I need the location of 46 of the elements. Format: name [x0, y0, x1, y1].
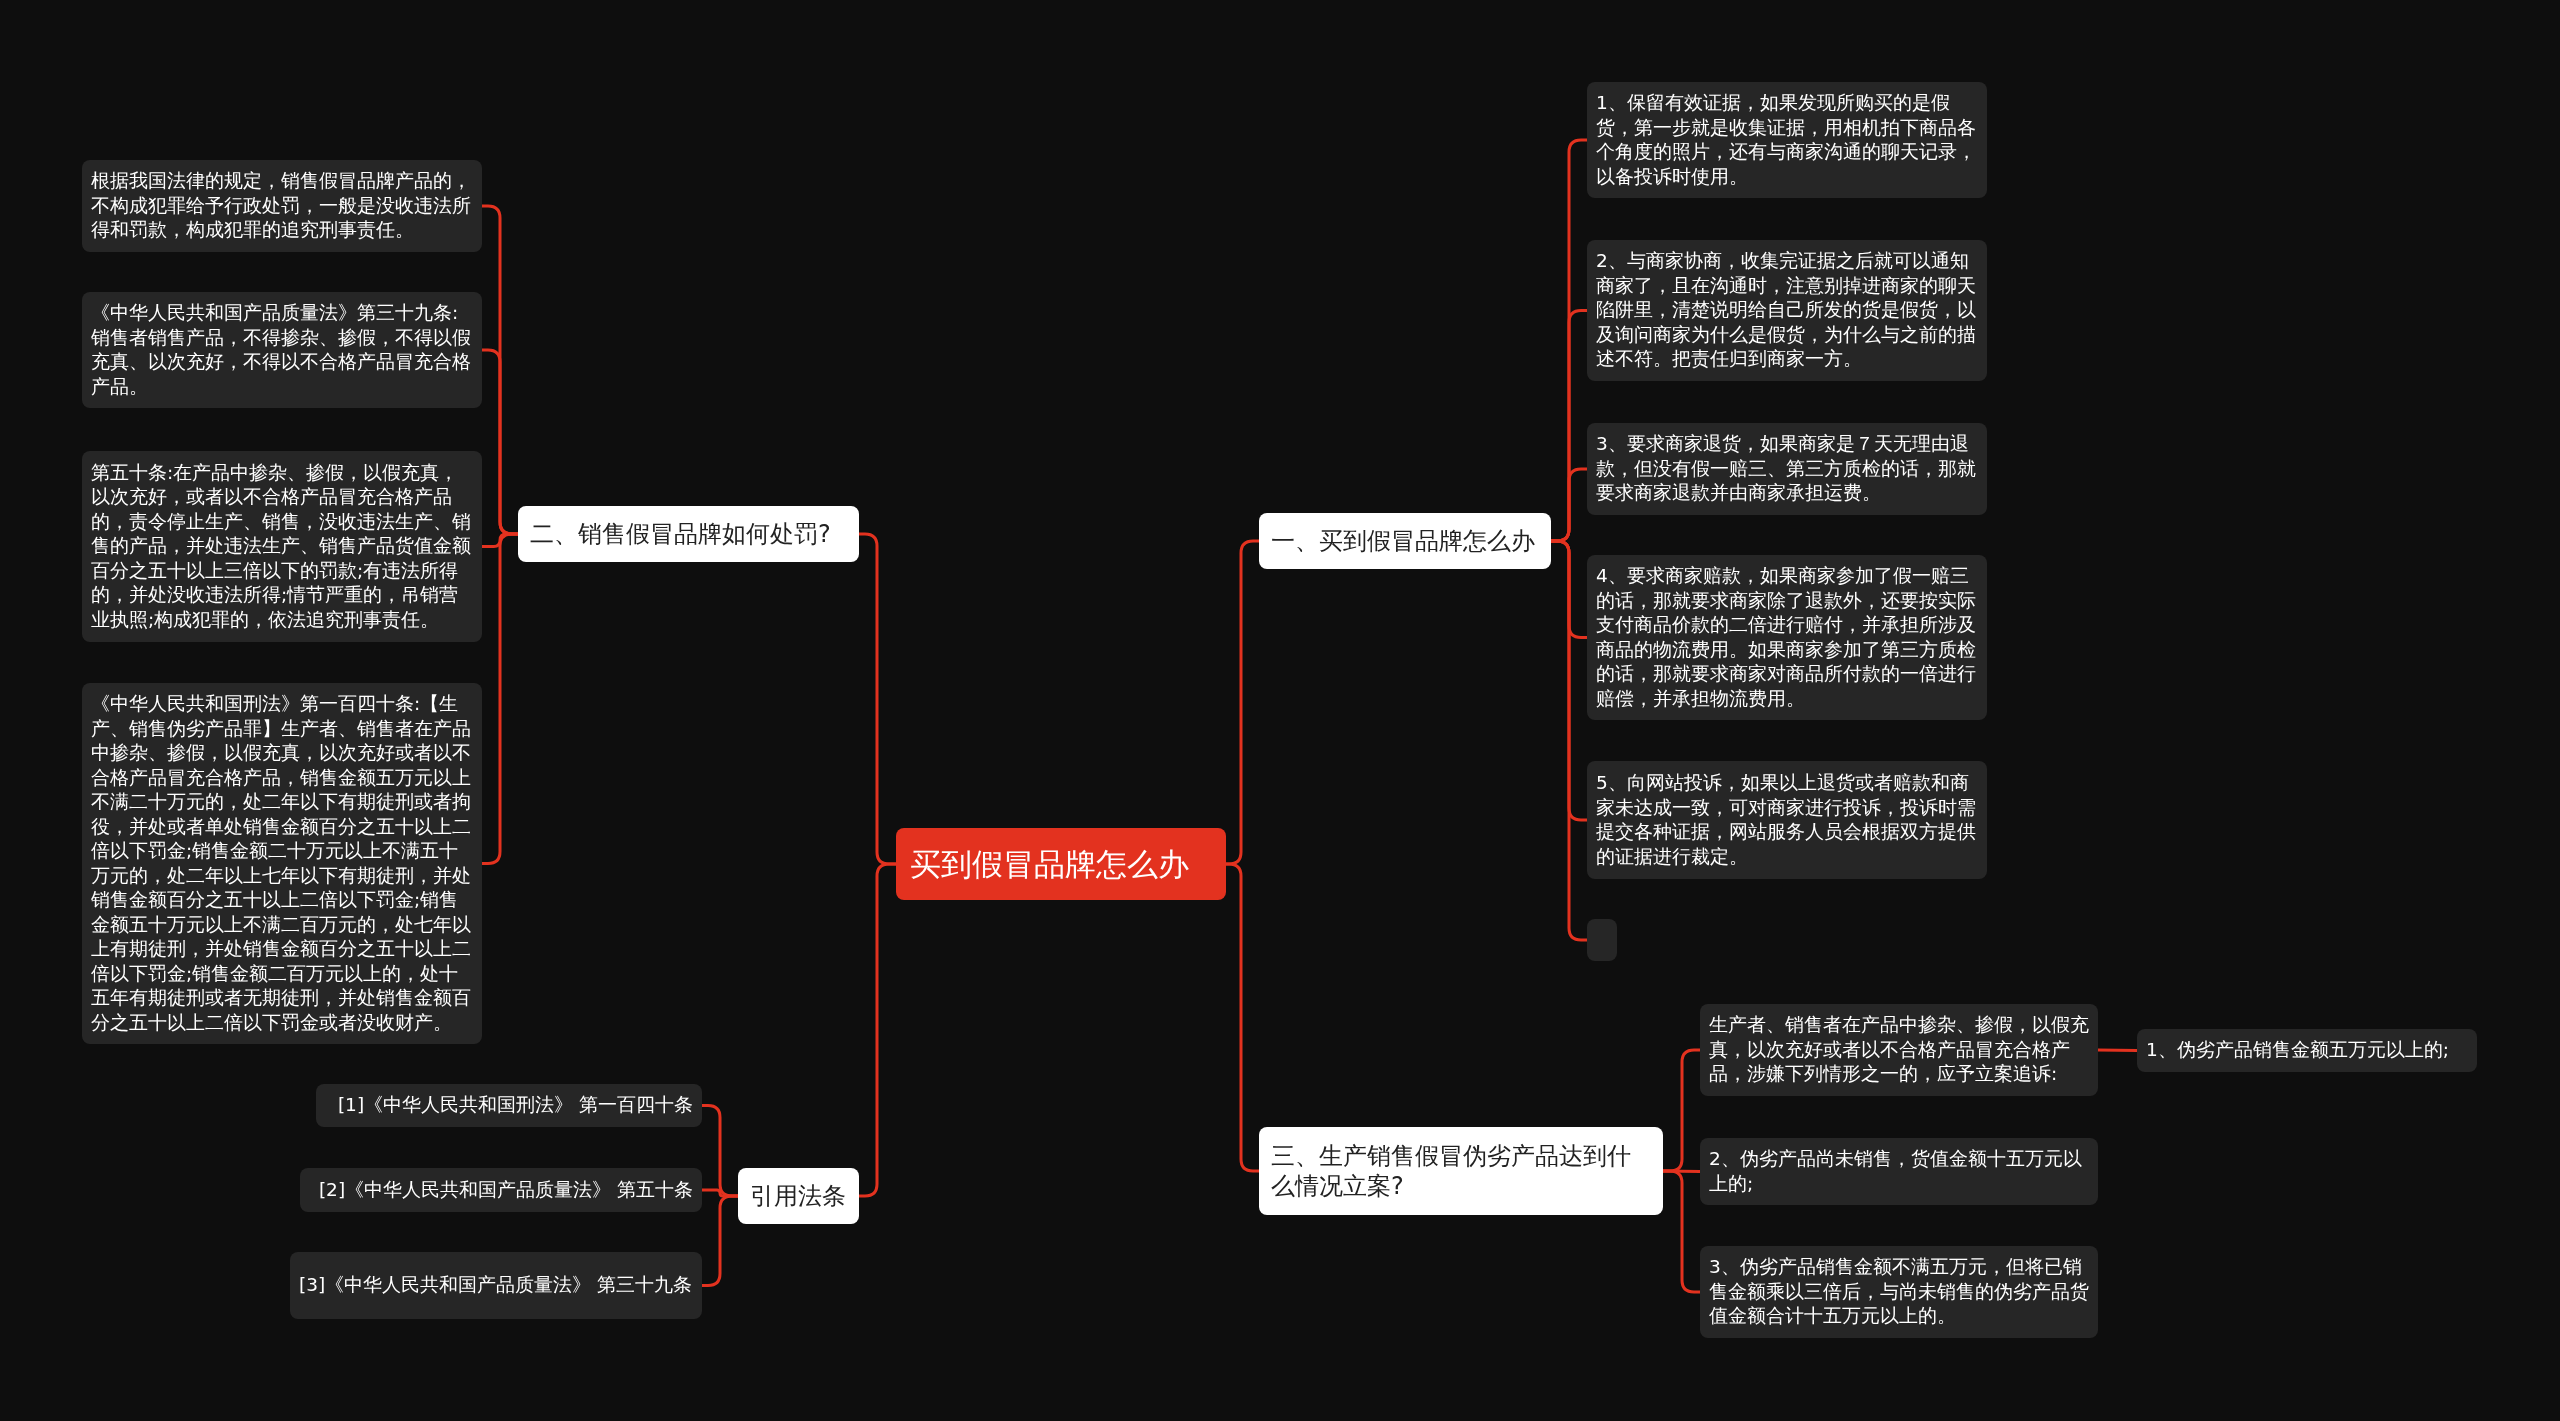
branch-topic — [518, 506, 859, 562]
text-card — [82, 292, 482, 408]
branch-topic — [1259, 513, 1551, 569]
text-card — [1587, 761, 1987, 879]
topic-text: 1、伪劣产品销售金额五万元以上的; — [2146, 1038, 2449, 1062]
empty-card — [1587, 919, 1617, 961]
text-card — [300, 1168, 702, 1212]
topic-text: 《中华人民共和国刑法》第一百四十条:【生产、销售伪劣产品罪】生产者、销售者在产品中掺杂、掺假，以假充真，以次充好或者以不合格产品冒充合格产品，销售金额五万元以上不满二十万元的，处二年以下有期徒刑或者拘役，并处或者单处销售金额百分之五十以上二倍以下罚金;销售金额二十万元以上不满五十万元的，处二年以上七年以下有期徒刑，并处销售金额百分之五十以上二倍以下罚金;销售金额五十万元以上不满二百万元的，处七年以上有期徒刑，并处销售金额百分之五十以上二倍以下罚金;销售金额二百万元以上的，处十五年有期徒刑或者无期徒刑，并处销售金额百分之五十以上二倍以下罚金或者没收财产。 — [91, 692, 472, 1035]
topic-text: [2]《中华人民共和国产品质量法》 第五十条 — [318, 1177, 693, 1202]
topic-text: 第五十条:在产品中掺杂、掺假，以假充真，以次充好，或者以不合格产品冒充合格产品的，责令停止生产、销售，没收违法生产、销售的产品，并处违法生产、销售产品货值金额百分之五十以上三倍以下的罚款;有违法所得的，并处没收违法所得;情节严重的，吊销营业执照;构成犯罪的，依法追究刑事责任。 — [91, 460, 472, 632]
topic-text: [3]《中华人民共和国产品质量法》 第三十九条 — [299, 1273, 693, 1298]
topic-text: 2、伪劣产品尚未销售，货值金额十五万元以上的; — [1709, 1147, 2083, 1196]
topic-text: 2、与商家协商，收集完证据之后就可以通知商家了，且在沟通时，注意别掉进商家的聊天陷阱里，清楚说明给自己所发的货是假货，以及询问商家为什么是假货，为什么与之前的描述不符。把责任归到商家一方。 — [1596, 249, 1977, 371]
topic-text: 引用法条 — [750, 1181, 846, 1211]
text-card — [1700, 1246, 2098, 1338]
text-card — [316, 1084, 702, 1127]
topic-text: 根据我国法律的规定，销售假冒品牌产品的，不构成犯罪给予行政处罚，一般是没收违法所得和罚款，构成犯罪的追究刑事责任。 — [91, 169, 472, 242]
topic-text: [1]《中华人民共和国刑法》 第一百四十条 — [337, 1093, 693, 1117]
topic-text: 《中华人民共和国产品质量法》第三十九条:销售者销售产品，不得掺杂、掺假，不得以假充真、以次充好，不得以不合格产品冒充合格产品。 — [91, 301, 472, 399]
topic-text: 3、伪劣产品销售金额不满五万元，但将已销售金额乘以三倍后，与尚未销售的伪劣产品货值金额合计十五万元以上的。 — [1709, 1255, 2089, 1329]
connector-line — [482, 532, 518, 865]
topic-text: 生产者、销售者在产品中掺杂、掺假，以假充真，以次充好或者以不合格产品冒充合格产品，涉嫌下列情形之一的，应予立案追诉: — [1709, 1013, 2089, 1087]
text-card — [1587, 82, 1987, 198]
text-card — [1700, 1138, 2098, 1205]
connector-line — [1663, 1169, 1700, 1294]
text-card — [1587, 555, 1987, 720]
text-card — [82, 160, 482, 252]
text-card — [1700, 1004, 2098, 1096]
central-topic — [896, 828, 1226, 900]
connector-line — [2097, 1048, 2138, 1052]
connector-line — [1226, 539, 1259, 866]
branch-topic — [1259, 1127, 1663, 1215]
topic-text: 4、要求商家赔款，如果商家参加了假一赔三的话，那就要求商家除了退款外，还要按实际支付商品价款的二倍进行赔付，并承担所涉及商品的物流费用。如果商家参加了第三方质检的话，那就要求商家对商品所付款的一倍进行赔偿，并承担物流费用。 — [1596, 564, 1977, 711]
text-card — [1587, 423, 1987, 515]
text-card — [290, 1252, 702, 1319]
text-card — [2137, 1029, 2477, 1072]
topic-text: 二、销售假冒品牌如何处罚? — [530, 519, 831, 549]
text-card — [1587, 240, 1987, 381]
branch-topic — [738, 1168, 859, 1224]
topic-text: 三、生产销售假冒伪劣产品达到什么情况立案? — [1271, 1141, 1632, 1201]
connector-line — [859, 862, 896, 1198]
topic-text: 5、向网站投诉，如果以上退货或者赔款和商家未达成一致，可对商家进行投诉，投诉时需提交各种证据，网站服务人员会根据双方提供的证据进行裁定。 — [1596, 771, 1977, 869]
topic-text: 一、买到假冒品牌怎么办 — [1271, 526, 1535, 556]
topic-text: 买到假冒品牌怎么办 — [910, 845, 1189, 884]
topic-text: 1、保留有效证据，如果发现所购买的是假货，第一步就是收集证据，用相机拍下商品各个角度的照片，还有与商家沟通的聊天记录，以备投诉时使用。 — [1596, 91, 1977, 189]
topic-text: 3、要求商家退货，如果商家是７天无理由退款，但没有假一赔三、第三方质检的话，那就要求商家退款并由商家承担运费。 — [1596, 432, 1977, 505]
